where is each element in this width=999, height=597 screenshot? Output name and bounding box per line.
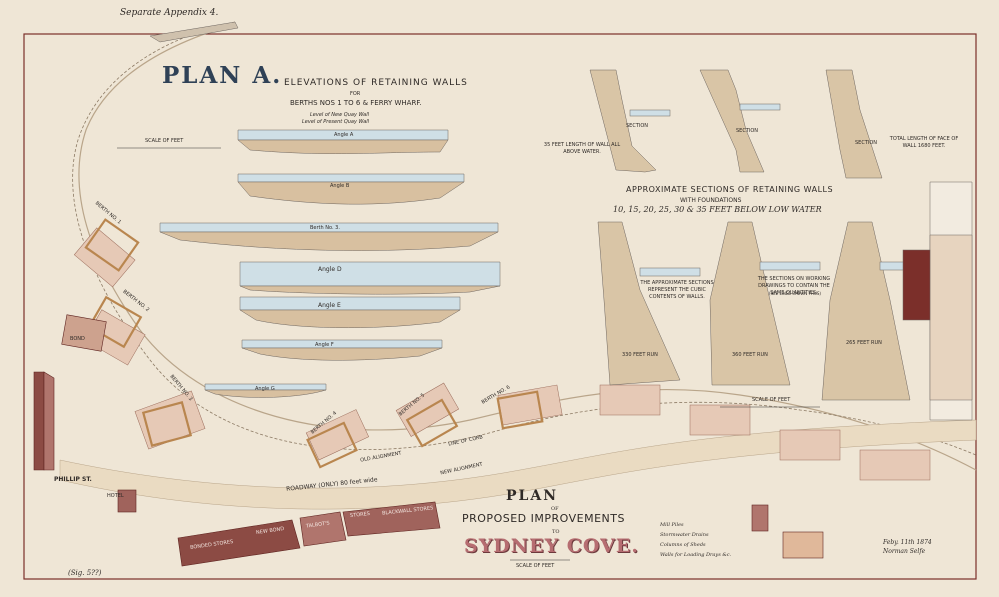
phillip-street-label: PHILLIP ST. [54, 476, 92, 483]
sections-title: APPROXIMATE SECTIONS OF RETAINING WALLS [626, 185, 834, 194]
map-frame [23, 33, 977, 580]
sections-depths: 10, 15, 20, 25, 30 & 35 FEET BELOW LOW W… [613, 205, 822, 214]
run-330-label: 330 FEET RUN [622, 352, 658, 358]
note-working-sub: (SEE LINES SHEWN THUS) [769, 291, 821, 296]
plan-to: TO [552, 529, 560, 535]
lower-sections [597, 221, 911, 401]
scale-bars [117, 147, 820, 561]
level-present-label: Level of Present Quay Wall [302, 119, 370, 125]
plan-a-scale: SCALE OF FEET [145, 138, 184, 144]
elevation-label: Angle A [334, 132, 354, 138]
legend: Mill Piles Stormwater Drains Columns of … [660, 520, 731, 560]
plan-of: OF [551, 506, 559, 512]
legend-item: Mill Piles [660, 522, 684, 528]
berth-pontoons [84, 218, 544, 469]
note-working-drawings: THE SECTIONS ON WORKING DRAWINGS TO CONT… [757, 276, 831, 296]
run-265-label: 265 FEET RUN [846, 340, 882, 346]
note-35-feet: 35 FEET LENGTH OF WALL ALL ABOVE WATER. [543, 142, 621, 155]
elevation-label: Angle E [318, 302, 341, 309]
new-alignment-line [72, 21, 977, 456]
north-wharf [149, 21, 239, 43]
signature-block: Feby. 11th 1874 Norman Selfe [883, 538, 932, 556]
run-360-label: 360 FEET RUN [732, 352, 768, 358]
elevations-title: ELEVATIONS OF RETAINING WALLS [284, 78, 468, 88]
hotel-label: HOTEL [107, 493, 124, 499]
old-alignment-line [78, 23, 977, 471]
legend-item: Walls for Loading Drays &c. [660, 552, 732, 558]
plan-scale: SCALE OF FEET [516, 563, 555, 569]
elevation-label: Angle B [330, 183, 350, 189]
sections-scale: SCALE OF FEET [752, 397, 791, 403]
sig-label: (Sig. 5??) [68, 569, 102, 577]
plan-place: SYDNEY COVE. [464, 535, 639, 557]
note-total-length: TOTAL LENGTH OF FACE OF WALL 1680 FEET. [889, 136, 959, 149]
bond-buildings [117, 489, 824, 567]
elevation-drawings [159, 129, 501, 398]
top-section-label: SECTION [736, 128, 759, 134]
elevations-for: FOR [350, 91, 361, 97]
plan-a-title: PLAN A. [162, 62, 283, 89]
elevation-label: Angle G [255, 386, 275, 392]
elevations-subtitle: BERTHS NOS 1 TO 6 & FERRY WHARF. [290, 99, 422, 107]
level-new-label: Level of New Quay Wall [310, 112, 370, 118]
top-sections [589, 69, 883, 179]
plan-subtitle: PROPOSED IMPROVEMENTS [462, 512, 625, 525]
appendix-label: Separate Appendix 4. [120, 8, 219, 18]
plan-title: PLAN [506, 488, 559, 504]
left-wharf [33, 314, 107, 471]
elevation-label: Berth No. 3. [310, 225, 340, 231]
signature-date: Feby. 11th 1874 [883, 539, 932, 546]
legend-item: Columns of Sheds [660, 542, 706, 548]
elevation-label: Angle F [315, 342, 334, 348]
bond-label: BOND [70, 336, 85, 342]
top-section-label: SECTION [855, 140, 878, 146]
legend-item: Stormwater Drains [660, 532, 709, 538]
sections-with: WITH FOUNDATIONS [680, 197, 742, 204]
note-approx-sections: THE APPROXIMATE SECTIONS REPRESENT THE C… [640, 280, 714, 300]
elevation-label: Angle D [318, 266, 342, 273]
top-section-label: SECTION [626, 123, 649, 129]
shed-elevation [902, 181, 973, 421]
roadway-band [59, 419, 977, 510]
signature-name: Norman Selfe [883, 548, 926, 555]
